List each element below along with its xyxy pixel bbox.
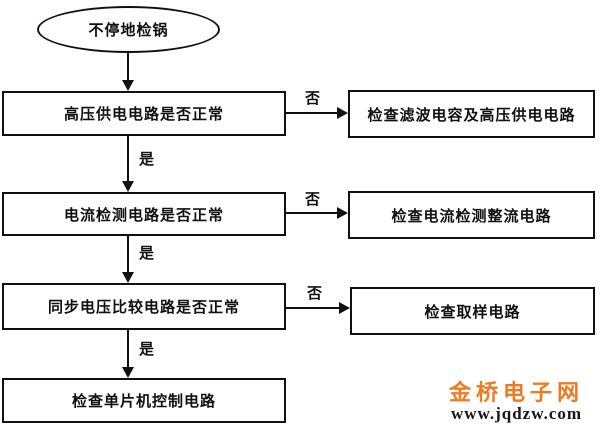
yes-label-3: 是	[139, 340, 155, 358]
action-node-2-label: 检查电流检测整流电路	[391, 206, 552, 225]
decision-node-1-label: 高压供电电路是否正常	[63, 105, 224, 123]
arrow-right-icon	[339, 302, 350, 314]
connector-d2-to-a2	[286, 212, 338, 214]
start-node-label: 不停地检锅	[88, 21, 169, 39]
no-label-2: 否	[305, 190, 321, 208]
no-label-1: 否	[305, 89, 321, 107]
start-node: 不停地检锅	[37, 6, 220, 53]
final-node-label: 检查单片机控制电路	[71, 392, 216, 410]
decision-node-2-label: 电流检测电路是否正常	[63, 205, 224, 224]
no-label-3: 否	[307, 284, 323, 302]
arrow-right-icon	[337, 107, 348, 119]
yes-label-2: 是	[139, 244, 155, 262]
connector-d3-to-final	[127, 330, 129, 368]
watermark: 金桥电子网 www.jqdzw.com	[444, 382, 589, 423]
connector-d2-to-d3	[127, 236, 129, 273]
watermark-site-url: www.jqdzw.com	[450, 404, 583, 424]
decision-node-3-label: 同步电压比较电路是否正常	[47, 298, 240, 316]
arrow-down-icon	[122, 272, 134, 283]
action-node-1-label: 检查滤波电容及高压供电电路	[367, 105, 576, 124]
connector-start-to-d1	[127, 53, 129, 81]
connector-d1-to-a1	[286, 112, 338, 114]
connector-d3-to-a3	[286, 307, 340, 309]
yes-label-1: 是	[139, 150, 155, 168]
arrow-down-icon	[122, 181, 134, 192]
arrow-right-icon	[337, 207, 348, 219]
action-node-3: 检查取样电路	[350, 287, 595, 335]
arrow-down-icon	[122, 367, 134, 378]
watermark-site-name: 金桥电子网	[448, 381, 584, 406]
arrow-down-icon	[122, 80, 134, 91]
connector-d1-to-d2	[127, 136, 129, 182]
decision-node-3: 同步电压比较电路是否正常	[2, 283, 286, 330]
decision-node-2: 电流检测电路是否正常	[2, 192, 286, 236]
action-node-3-label: 检查取样电路	[424, 302, 521, 321]
action-node-1: 检查滤波电容及高压供电电路	[348, 90, 595, 138]
final-node: 检查单片机控制电路	[2, 378, 286, 423]
action-node-2: 检查电流检测整流电路	[348, 191, 595, 239]
decision-node-1: 高压供电电路是否正常	[2, 91, 286, 136]
